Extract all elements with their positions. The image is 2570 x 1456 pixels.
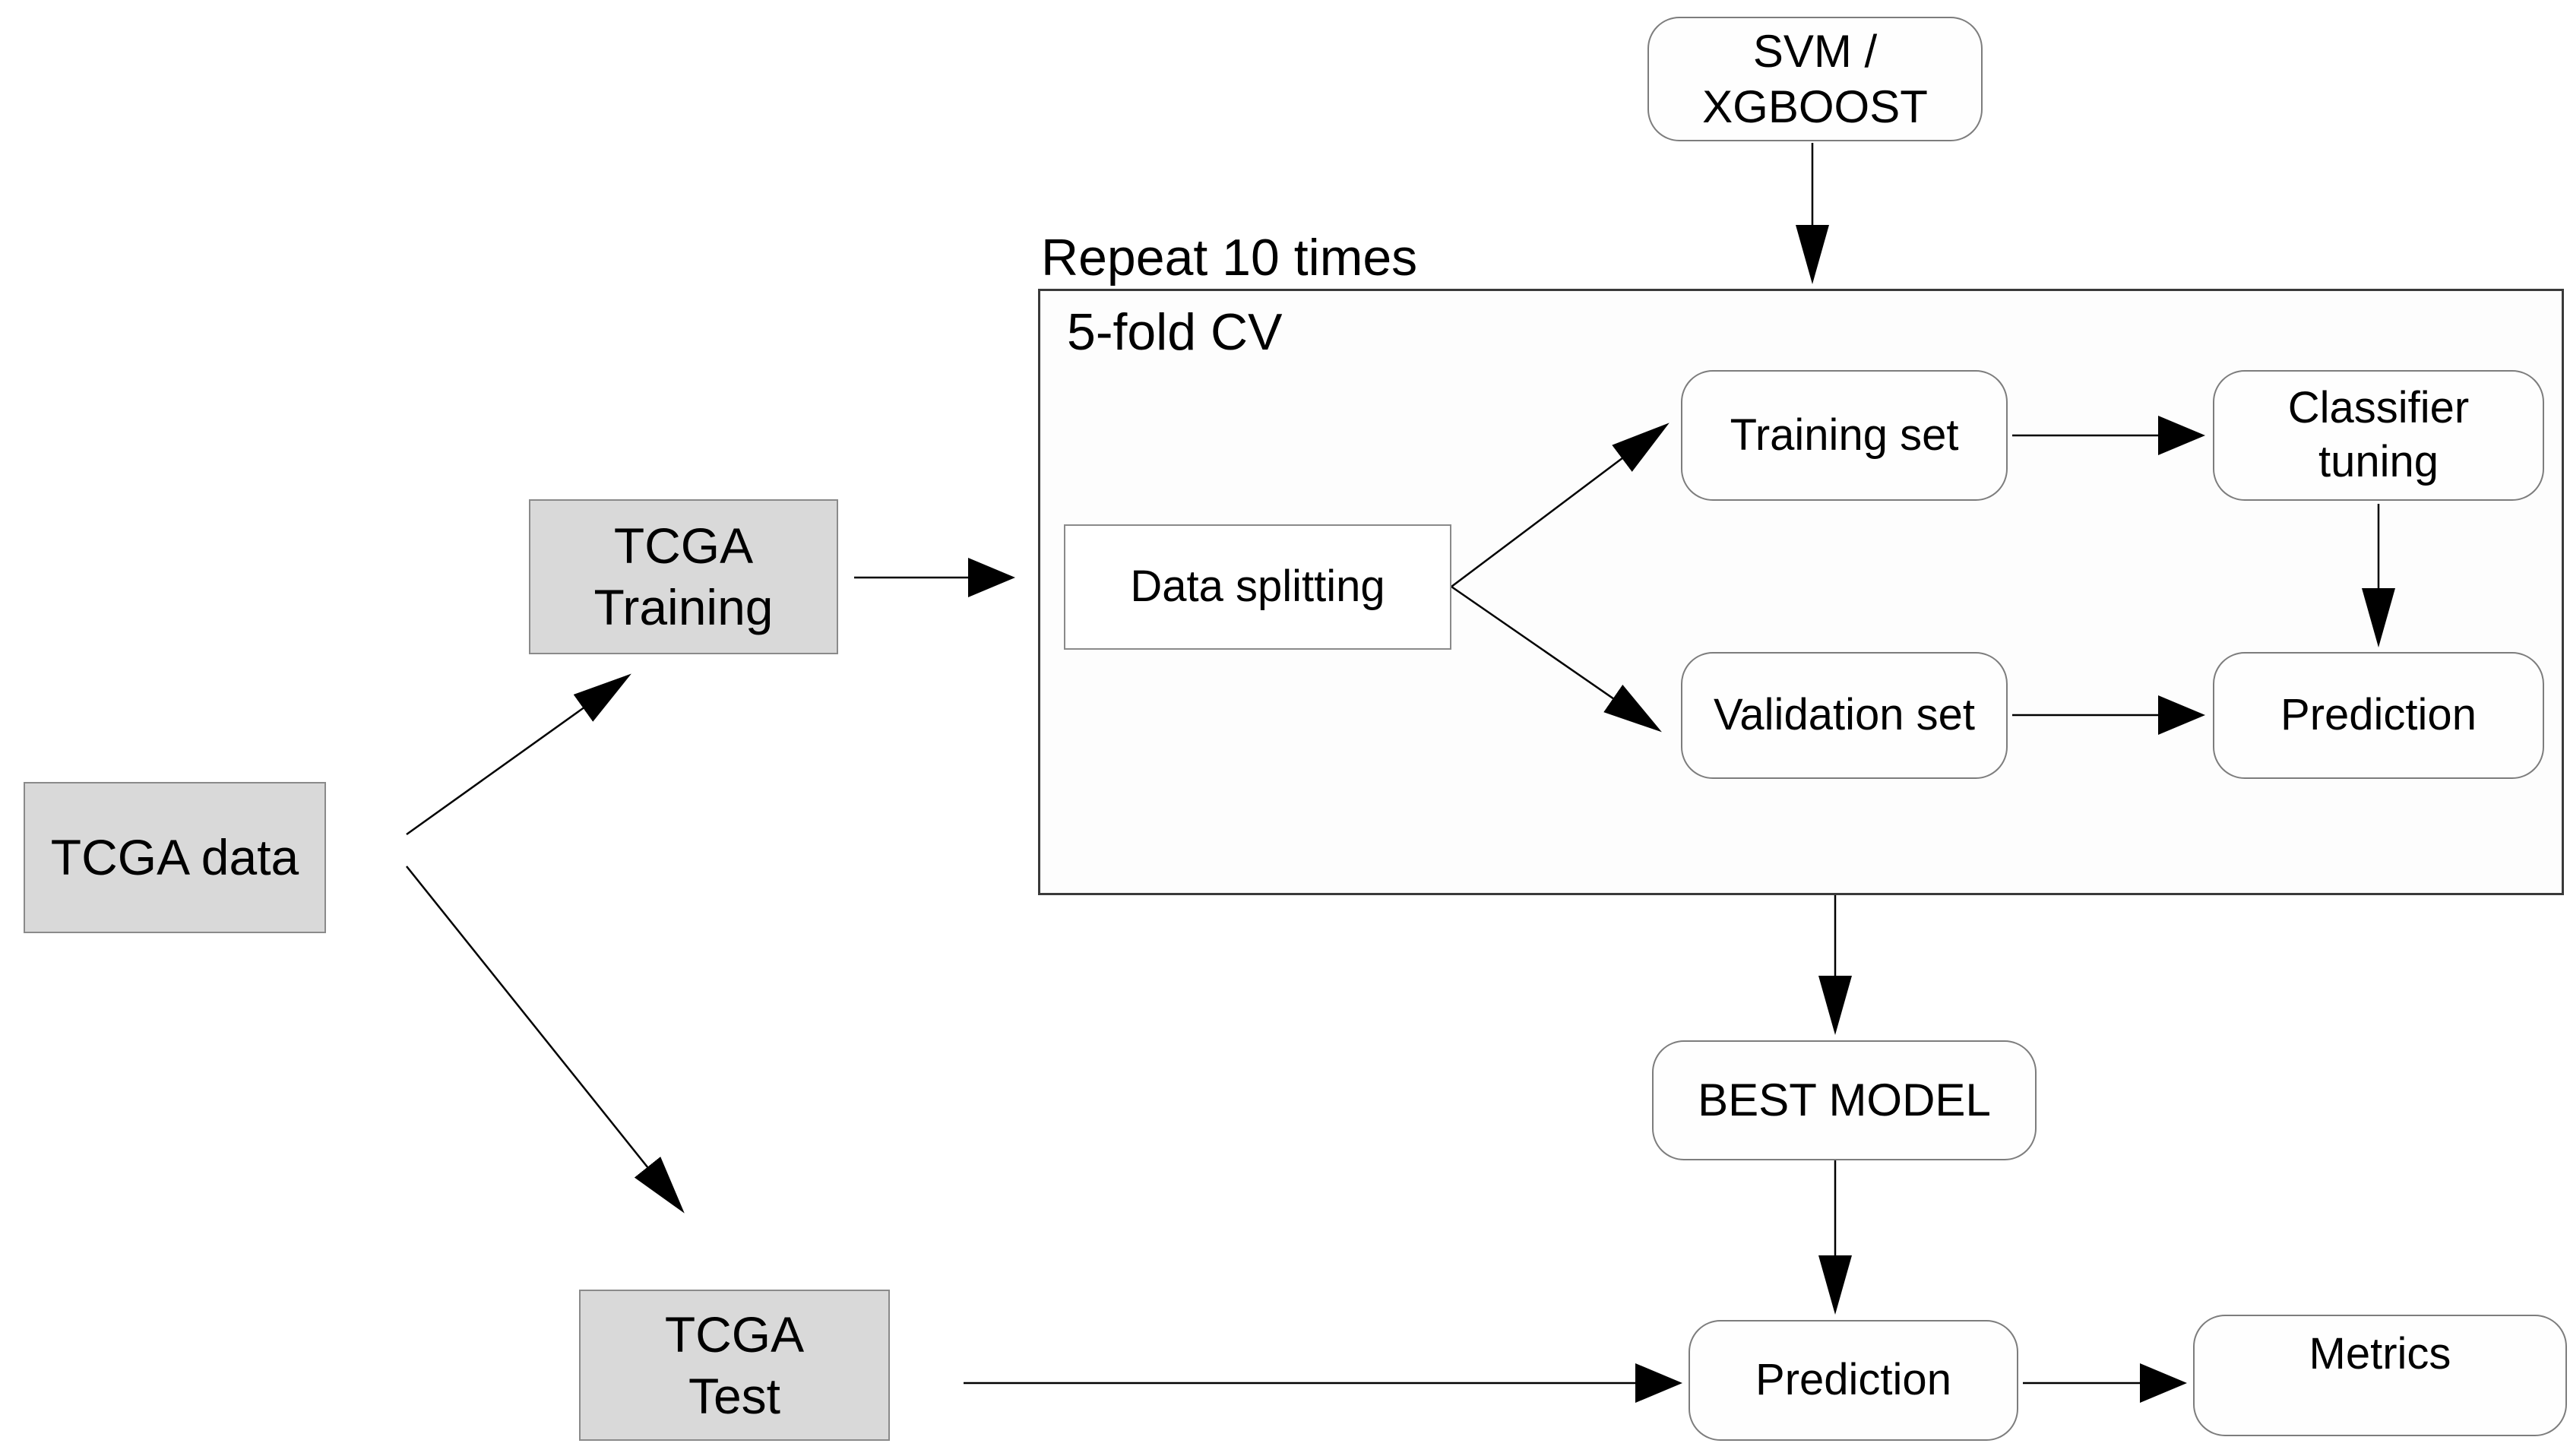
node-prediction-cv: Prediction — [2213, 652, 2544, 779]
node-metrics: Metrics — [2193, 1315, 2567, 1436]
label-repeat-10-times: Repeat 10 times — [1041, 229, 1418, 286]
node-prediction-final: Prediction — [1689, 1320, 2018, 1441]
arrow-tcga-data-to-tcga-training — [406, 673, 631, 836]
node-tcga-test: TCGA Test — [579, 1290, 890, 1441]
node-data-splitting: Data splitting — [1064, 524, 1451, 650]
node-validation-set: Validation set — [1681, 652, 2008, 779]
node-tcga-data: TCGA data — [24, 782, 326, 933]
node-best-model: BEST MODEL — [1652, 1040, 2037, 1160]
node-svm-xgboost: SVM / XGBOOST — [1647, 17, 1983, 141]
arrow-tcga-data-to-tcga-test — [406, 866, 685, 1214]
node-tcga-training: TCGA Training — [529, 499, 838, 654]
node-classifier-tuning: Classifier tuning — [2213, 370, 2544, 501]
label-5-fold-cv: 5-fold CV — [1067, 303, 1283, 361]
node-training-set: Training set — [1681, 370, 2008, 501]
